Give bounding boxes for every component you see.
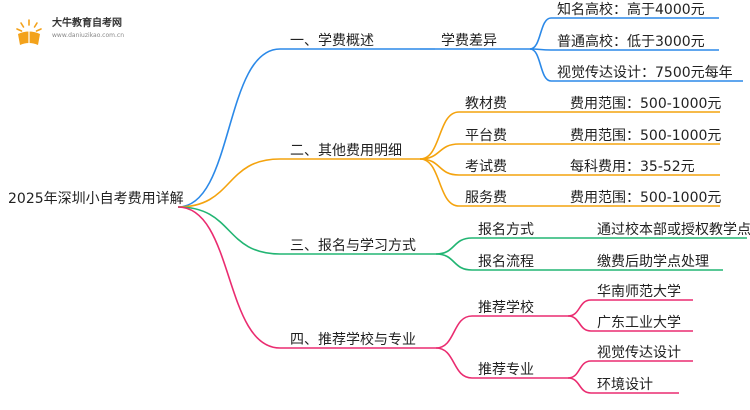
- leaf-node: 环境设计: [597, 377, 653, 393]
- leaf-node: 视觉传达设计：7500元每年: [557, 65, 733, 81]
- leaf-connector: [529, 48, 552, 82]
- branch-node: 三、报名与学习方式: [290, 238, 416, 254]
- leaf-node: 普通高校：低于3000元: [557, 34, 705, 50]
- leaf-node: 知名高校：高于4000元: [557, 2, 705, 18]
- item-connector: [419, 158, 460, 207]
- item-connector: [435, 315, 473, 349]
- branch-connector: [177, 158, 281, 208]
- item-connector: [435, 347, 473, 379]
- branch-connector: [177, 206, 281, 255]
- item-node: 教材费: [465, 96, 507, 112]
- branch-connector: [177, 48, 281, 208]
- root-node: 2025年深圳小自考费用详解: [8, 191, 184, 207]
- item-connector: [419, 158, 460, 176]
- item-node: 平台费: [465, 128, 507, 144]
- item-node: 学费差异: [441, 33, 497, 49]
- item-node: 推荐专业: [478, 362, 534, 378]
- branch-node: 一、学费概述: [290, 33, 374, 49]
- brand-logo-icon: [14, 18, 44, 48]
- item-node: 报名方式: [478, 222, 534, 238]
- leaf-node: 广东工业大学: [597, 315, 681, 331]
- leaf-node: 缴费后助学点处理: [597, 254, 709, 270]
- leaf-node: 费用范围：500-1000元: [570, 96, 722, 112]
- leaf-node: 费用范围：500-1000元: [570, 190, 722, 206]
- leaf-node: 费用范围：500-1000元: [570, 128, 722, 144]
- branch-connector: [177, 206, 281, 349]
- branch-node: 四、推荐学校与专业: [290, 332, 416, 348]
- item-connector: [419, 111, 460, 160]
- leaf-connector: [567, 315, 592, 332]
- leaf-connector: [567, 360, 592, 379]
- item-node: 推荐学校: [478, 300, 534, 316]
- leaf-connector: [567, 299, 592, 317]
- leaf-node: 每科费用：35-52元: [570, 159, 695, 175]
- branch-node: 二、其他费用明细: [290, 143, 402, 159]
- item-connector: [435, 253, 473, 271]
- leaf-node: 视觉传达设计: [597, 345, 681, 361]
- leaf-connector: [529, 17, 552, 50]
- item-connector: [435, 237, 473, 255]
- leaf-node: 华南师范大学: [597, 284, 681, 300]
- brand-name: 大牛教育自考网: [52, 18, 122, 29]
- leaf-connector: [567, 377, 592, 394]
- item-node: 报名流程: [478, 254, 534, 270]
- leaf-node: 通过校本部或授权教学点: [597, 222, 750, 238]
- brand-url: www.daniuzikao.com.cn: [52, 32, 124, 39]
- item-node: 考试费: [465, 159, 507, 175]
- item-node: 服务费: [465, 190, 507, 206]
